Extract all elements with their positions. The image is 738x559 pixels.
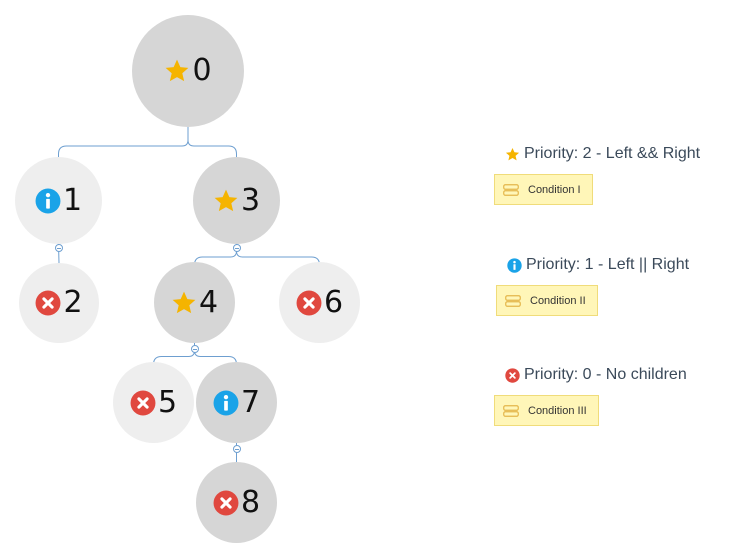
condition-i-box[interactable]: Condition I	[494, 174, 593, 205]
node-4-label: 4	[198, 284, 219, 320]
database-icon	[503, 404, 519, 417]
legend-title-priority-1: Priority: 1 - Left || Right	[507, 256, 689, 274]
node-1-icon	[35, 188, 61, 214]
node-7-icon	[213, 390, 239, 416]
tree-node-7[interactable]: 7	[196, 362, 277, 443]
node-3-label: 3	[240, 182, 261, 218]
node-6-icon	[296, 290, 322, 316]
node-8-icon	[213, 490, 239, 516]
legend-text-priority-0: Priority: 0 - No children	[524, 366, 687, 383]
node-0-icon	[164, 58, 190, 84]
edge-0-3	[187, 127, 237, 161]
node-5-label: 5	[157, 384, 178, 420]
condition-iii-box[interactable]: Condition III	[494, 395, 599, 426]
condition-ii-label: Condition II	[530, 294, 586, 307]
tree-node-5[interactable]: 5	[113, 362, 194, 443]
legend-info-icon	[507, 257, 522, 273]
collapse-toggle-node-1[interactable]	[55, 244, 63, 252]
condition-iii-label: Condition III	[528, 404, 587, 417]
tree-node-8[interactable]: 8	[196, 462, 277, 543]
node-2-label: 2	[63, 285, 83, 320]
legend-title-priority-0: Priority: 0 - No children	[505, 366, 687, 384]
collapse-toggle-node-7[interactable]	[233, 445, 241, 453]
node-3-icon	[213, 188, 239, 214]
node-5-icon	[130, 390, 156, 416]
node-1-label: 1	[62, 182, 83, 218]
node-4-icon	[171, 290, 197, 316]
edge-3-4	[194, 244, 237, 266]
tree-node-2[interactable]: 2	[19, 263, 99, 343]
condition-ii-box[interactable]: Condition II	[496, 285, 598, 316]
node-7-label: 7	[240, 384, 261, 420]
edge-3-6	[236, 244, 320, 266]
database-icon	[505, 294, 521, 307]
legend-title-priority-2: Priority: 2 - Left && Right	[505, 145, 700, 163]
database-icon	[503, 183, 519, 196]
tree-node-6[interactable]: 6	[279, 262, 360, 343]
legend-star-icon	[505, 147, 520, 162]
condition-i-label: Condition I	[528, 183, 581, 196]
legend-text-priority-2: Priority: 2 - Left && Right	[524, 145, 701, 162]
node-8-label: 8	[240, 484, 261, 520]
tree-node-0[interactable]: 0	[132, 15, 244, 127]
collapse-toggle-node-3[interactable]	[233, 244, 241, 252]
tree-node-3[interactable]: 3	[193, 157, 280, 244]
node-2-icon	[35, 290, 61, 316]
node-6-label: 6	[323, 284, 344, 320]
node-0-label: 0	[192, 53, 212, 88]
collapse-toggle-node-4[interactable]	[191, 345, 199, 353]
edge-0-1	[58, 127, 189, 161]
legend-cross-icon	[505, 367, 520, 383]
legend-text-priority-1: Priority: 1 - Left || Right	[526, 256, 690, 273]
tree-node-1[interactable]: 1	[15, 157, 102, 244]
tree-node-4[interactable]: 4	[154, 262, 235, 343]
